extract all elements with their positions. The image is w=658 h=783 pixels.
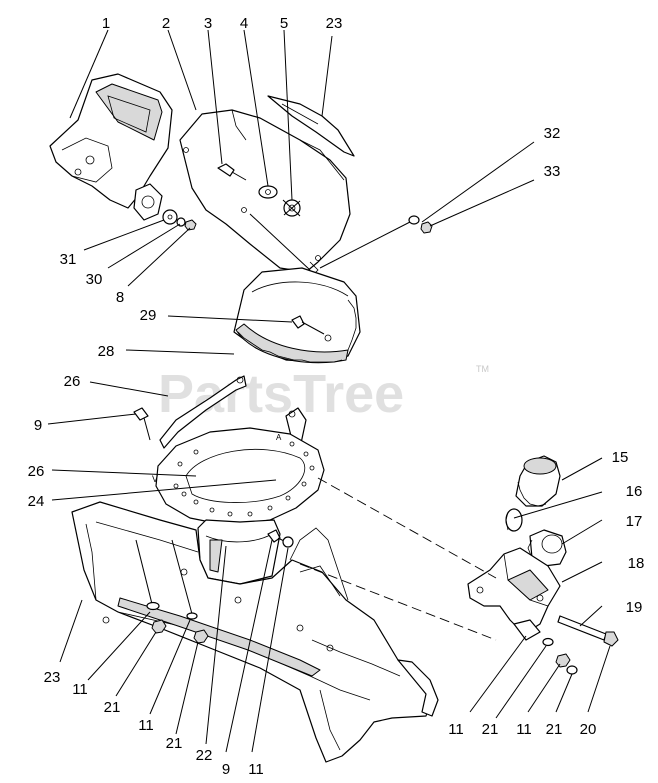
part-bolt-9-collar [267,529,294,548]
part-nut-washer-32-33 [408,215,433,234]
callout-11-c: 11 [248,761,264,778]
callout-16: 16 [626,483,643,500]
part-chute-collar [197,519,281,585]
callout-4: 4 [240,15,248,32]
callout-29: 29 [140,307,157,324]
part-chute-deflector [49,73,173,221]
part-gear-17 [527,529,567,567]
part-ring-gear [233,267,361,364]
callout-9-upper: 9 [34,417,42,434]
callout-26-upper: 26 [64,373,81,390]
callout-32: 32 [544,125,561,142]
callout-11-a: 11 [72,681,88,698]
callout-30: 30 [86,271,103,288]
alignment-dashed-lower [299,563,497,641]
callout-19: 19 [626,599,643,616]
callout-28: 28 [98,343,115,360]
callout-11-b: 11 [138,717,154,734]
callout-21-d: 21 [546,721,563,738]
part-pinion-16 [505,508,523,532]
part-mounting-ring: V A [152,427,325,527]
callout-33: 33 [544,163,561,180]
callout-labels: 1 2 3 4 5 23 32 33 31 30 8 29 28 26 9 26… [28,15,645,778]
leader-lines [47,29,611,753]
callout-21-c: 21 [482,721,499,738]
callout-17: 17 [626,513,643,530]
callout-22: 22 [196,747,213,764]
watermark-trademark: TM [476,364,489,374]
alignment-dashed-upper [317,477,497,579]
part-shaft-19 [557,615,619,647]
linkage-line [249,213,311,271]
callout-23-top: 23 [326,15,343,32]
callout-18: 18 [628,555,645,572]
callout-1: 1 [102,15,110,32]
linkage-line-right [319,221,411,269]
ring-mark-a: A [276,433,282,442]
part-bolt-stack-left [135,539,209,644]
callout-9-lower: 9 [222,761,230,778]
part-pivot-hardware [217,163,301,217]
callout-20: 20 [580,721,597,738]
part-drive-gear-15 [515,455,561,507]
callout-3: 3 [204,15,212,32]
ring-mark-v: V [152,474,158,484]
part-hardware-20-21 [542,637,578,675]
callout-24: 24 [28,493,45,510]
callout-21-a: 21 [104,699,121,716]
callout-5: 5 [280,15,288,32]
part-bracket-upper [133,375,247,449]
callout-21-b: 21 [166,735,183,752]
callout-2: 2 [162,15,170,32]
callout-11-e: 11 [516,721,532,738]
part-washer-stack [162,209,197,231]
callout-26-lower: 26 [28,463,45,480]
callout-23: 23 [44,669,61,686]
callout-31: 31 [60,251,77,268]
part-mount-bracket-18 [467,547,561,641]
callout-11-d: 11 [448,721,464,738]
callout-8: 8 [116,289,124,306]
callout-15: 15 [612,449,629,466]
